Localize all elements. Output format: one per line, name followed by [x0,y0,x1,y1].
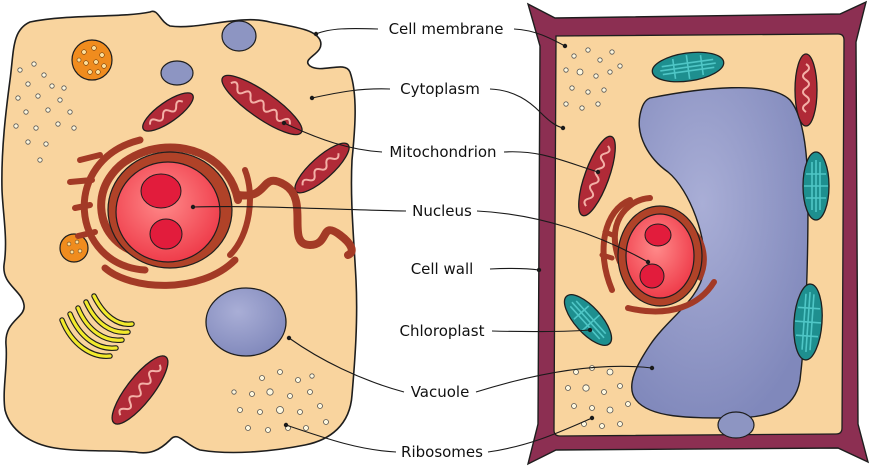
pointer-dot [589,415,595,421]
golgi-apparatus [60,294,134,358]
leader-mitochondrion-right [503,151,599,173]
leader-lines [190,27,655,453]
plant-nucleus [617,205,703,307]
pointer-dot [283,422,289,428]
animal-vacuole [205,287,287,357]
chloroplast [563,294,613,346]
small-vacuole [160,60,194,86]
endoplasmic-reticulum [599,195,717,315]
mitochondrion [142,92,194,132]
pointer-dot [645,259,651,265]
leader-cell-wall [489,267,540,271]
pointer-dot [281,120,287,126]
pointer-dot [536,267,542,273]
nucleolus [149,218,183,250]
leader-vacuole-right [475,365,653,393]
pointer-dot [649,365,655,371]
ribosome-cluster [13,61,77,163]
leader-vacuole-left [288,337,405,393]
pointer-dot [560,125,566,131]
pointer-dot [190,204,196,210]
label-ribosomes: Ribosomes [401,443,483,461]
label-cell-wall: Cell wall [411,260,474,278]
leader-mitochondrion-left [283,122,383,153]
central-vacuole [631,86,809,419]
chloroplast [802,151,830,221]
label-mitochondrion: Mitochondrion [389,143,496,161]
chloroplast [651,51,725,83]
leader-cytoplasm-right [489,88,564,129]
small-vacuole [717,411,755,439]
label-vacuole: Vacuole [411,383,470,401]
label-cytoplasm: Cytoplasm [400,80,480,98]
nucleolus [644,223,672,247]
mitochondrion [221,74,303,136]
mitochondrion [294,142,350,194]
lysosome [71,39,113,81]
mitochondrion [111,355,169,425]
nucleolus [140,173,182,209]
label-nucleus: Nucleus [412,202,472,220]
mitochondrion [578,135,616,217]
leader-cell-membrane-left [315,27,379,35]
label-cell-membrane: Cell membrane [389,20,504,38]
small-vacuole [221,20,257,52]
leader-cell-membrane-right [513,28,566,47]
leader-nucleus-left [192,205,407,212]
plant-cell [526,0,869,466]
leader-ribosomes-right [487,417,593,453]
endoplasmic-reticulum [67,136,356,289]
animal-nucleus [107,151,233,269]
mitochondrion [794,53,818,127]
pointer-dot [562,43,568,49]
pointer-dot [595,169,601,175]
label-chloroplast: Chloroplast [400,322,485,340]
pointer-dot [587,327,593,333]
leader-nucleus-right [476,210,649,263]
leader-cytoplasm-left [311,88,391,99]
pointer-dot [309,95,315,101]
lysosome [59,233,89,263]
ribosome-cluster [565,365,631,429]
pointer-dot [313,31,319,37]
ribosome-cluster [563,47,623,111]
nucleolus [639,263,665,289]
animal-cell [1,10,358,454]
leader-chloroplast [491,329,591,333]
chloroplast [793,283,823,361]
pointer-dot [286,335,292,341]
labels: Cell membrane Cytoplasm Mitochondrion Nu… [389,20,504,461]
leader-ribosomes-left [285,424,397,453]
